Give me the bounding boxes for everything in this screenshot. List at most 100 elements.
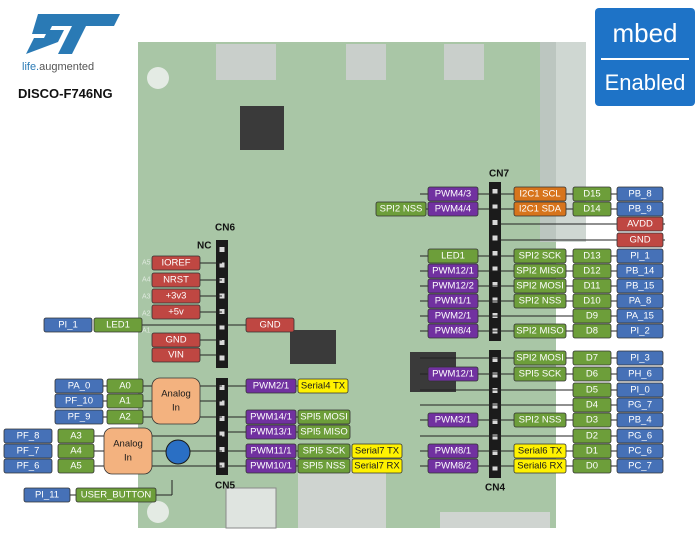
cn5-port-1-label: PF_10 xyxy=(65,396,93,407)
cn5-port-2: PF_9 xyxy=(54,409,104,425)
cn4-pin-2-box xyxy=(572,382,612,398)
cn7-pin-8-box xyxy=(572,308,612,324)
cn4-left-6-0-box xyxy=(427,443,479,459)
cn7-pin-8-label: D9 xyxy=(586,311,598,322)
cn5-fn-4-1-label: Serial7 RX xyxy=(354,461,400,472)
cn4-pin-0-box xyxy=(572,350,612,366)
user-button-port-label: PI_11 xyxy=(35,490,59,501)
cn7-port-9-label: PI_2 xyxy=(630,326,650,337)
header-pin xyxy=(492,251,498,256)
cn5-fn-0-0-box xyxy=(297,378,349,394)
cn7-func-9: SPI2 MISO xyxy=(513,323,567,339)
cn4-pin-0-label: D7 xyxy=(586,353,598,364)
cn5-pwm-2-box xyxy=(245,424,297,440)
cn7-port-5-box xyxy=(616,263,664,279)
header-pin xyxy=(219,416,225,421)
cn4-port-5: PG_6 xyxy=(616,428,664,444)
cn4-pin-3: D4 xyxy=(572,397,612,413)
cn5-pwm-4-label: PWM10/1 xyxy=(250,461,292,472)
cn7-port-2-box xyxy=(616,216,664,232)
header-pin xyxy=(219,355,225,361)
cn4-pin-4: D3 xyxy=(572,412,612,428)
cn7-left-6-0: PWM12/2 xyxy=(427,278,479,294)
cn5-fn-4-0-box xyxy=(297,458,351,474)
cn7-left-1-0-label: SPI2 NSS xyxy=(380,204,423,215)
cn4-port-0: PI_3 xyxy=(616,350,664,366)
cn4-pin-7-label: D0 xyxy=(586,461,598,472)
user-button-label-label: USER_BUTTON xyxy=(81,490,152,501)
cn7-left-5-0-label: PWM12/1 xyxy=(432,266,474,277)
user-button-knob xyxy=(165,439,191,465)
cn4-pin-6-box xyxy=(572,443,612,459)
cn7-header xyxy=(489,182,501,341)
cn7-port-4: PI_1 xyxy=(616,248,664,264)
cn4-func-1-label: SPI5 SCK xyxy=(519,369,562,380)
cn5-port-3-box xyxy=(3,428,53,444)
cn5-fn-2-0-box xyxy=(297,424,351,440)
cn7-func-1-box xyxy=(513,201,567,217)
cn5-port-0-label: PA_0 xyxy=(68,381,91,392)
cn4-func-6-label: Serial6 TX xyxy=(518,446,563,457)
cn7-left-0-0-label: PWM4/3 xyxy=(435,189,471,200)
cn7-port-2-label: AVDD xyxy=(627,219,653,230)
cn7-pin-5-label: D12 xyxy=(583,266,600,277)
cn4-port-6-label: PC_6 xyxy=(628,446,652,457)
cn4-pin-5-label: D2 xyxy=(586,431,598,442)
cn4-port-1-label: PH_6 xyxy=(628,369,652,380)
cn7-pin-9-label: D8 xyxy=(586,326,598,337)
cn5-pin-4-box xyxy=(57,443,95,459)
cn6-pin-2-box xyxy=(151,288,201,304)
cn7-func-6-box xyxy=(513,278,567,294)
cn4-func-7-label: Serial6 RX xyxy=(517,461,563,472)
cn7-port-9: PI_2 xyxy=(616,323,664,339)
cn4-pin-0: D7 xyxy=(572,350,612,366)
cn7-pin-5-box xyxy=(572,263,612,279)
cn7-left-1-0: SPI2 NSS xyxy=(375,201,427,217)
cn5-fn-0-0: Serial4 TX xyxy=(297,378,349,394)
cn4-port-7-box xyxy=(616,458,664,474)
cn6-header xyxy=(216,240,228,368)
cn6-pin-0-box xyxy=(151,255,201,271)
cn4-port-6-box xyxy=(616,443,664,459)
cn5-pin-1: A1 xyxy=(106,393,144,409)
cn4-left-4-0-label: PWM3/1 xyxy=(435,415,471,426)
cn4-left-1-0-box xyxy=(427,366,479,382)
cn7-pin-7-box xyxy=(572,293,612,309)
cn5-fn-3-1-box xyxy=(351,443,403,459)
cn7-port-3-label: GND xyxy=(629,235,650,246)
cn4-port-1: PH_6 xyxy=(616,366,664,382)
analog-in-2-line1: Analog xyxy=(113,439,143,450)
cn7-func-7: SPI2 NSS xyxy=(513,293,567,309)
board-chip-2 xyxy=(290,330,336,364)
cn5-port-4: PF_7 xyxy=(3,443,53,459)
user-button-port: PI_11 xyxy=(23,487,71,503)
cn5-pin-4: A4 xyxy=(57,443,95,459)
st-logo-icon xyxy=(26,14,120,54)
cn4-left-4-0: PWM3/1 xyxy=(427,412,479,428)
cn5-fn-4-0: SPI5 NSS xyxy=(297,458,351,474)
cn7-left-4-0: LED1 xyxy=(427,248,479,264)
cn7-port-8: PA_15 xyxy=(616,308,664,324)
cn7-left-9-0-box xyxy=(427,323,479,339)
cn5-port-2-box xyxy=(54,409,104,425)
cn4-pin-6-label: D1 xyxy=(586,446,598,457)
cn5-port-4-box xyxy=(3,443,53,459)
cn7-left-4-0-box xyxy=(427,248,479,264)
cn4-header-body xyxy=(489,350,501,478)
cn5-pin-1-box xyxy=(106,393,144,409)
cn7-pin-0-box xyxy=(572,186,612,202)
cn5-fn-1-0-label: SPI5 MOSI xyxy=(300,412,348,423)
cn7-func-9-label: SPI2 MISO xyxy=(516,326,564,337)
cn5-pin-3-box xyxy=(57,428,95,444)
st-tagline-life: life. xyxy=(22,61,40,73)
cn5-fn-2-0-label: SPI5 MISO xyxy=(300,427,348,438)
cn5-fn-3-0: SPI5 SCK xyxy=(297,443,351,459)
cn4-pin-6: D1 xyxy=(572,443,612,459)
cn6-header-body xyxy=(216,240,228,368)
cn4-port-7: PC_7 xyxy=(616,458,664,474)
cn4-left-7-0-box xyxy=(427,458,479,474)
cn7-port-9-box xyxy=(616,323,664,339)
cn5-header xyxy=(216,378,228,475)
cn4-port-3-label: PG_7 xyxy=(628,400,652,411)
